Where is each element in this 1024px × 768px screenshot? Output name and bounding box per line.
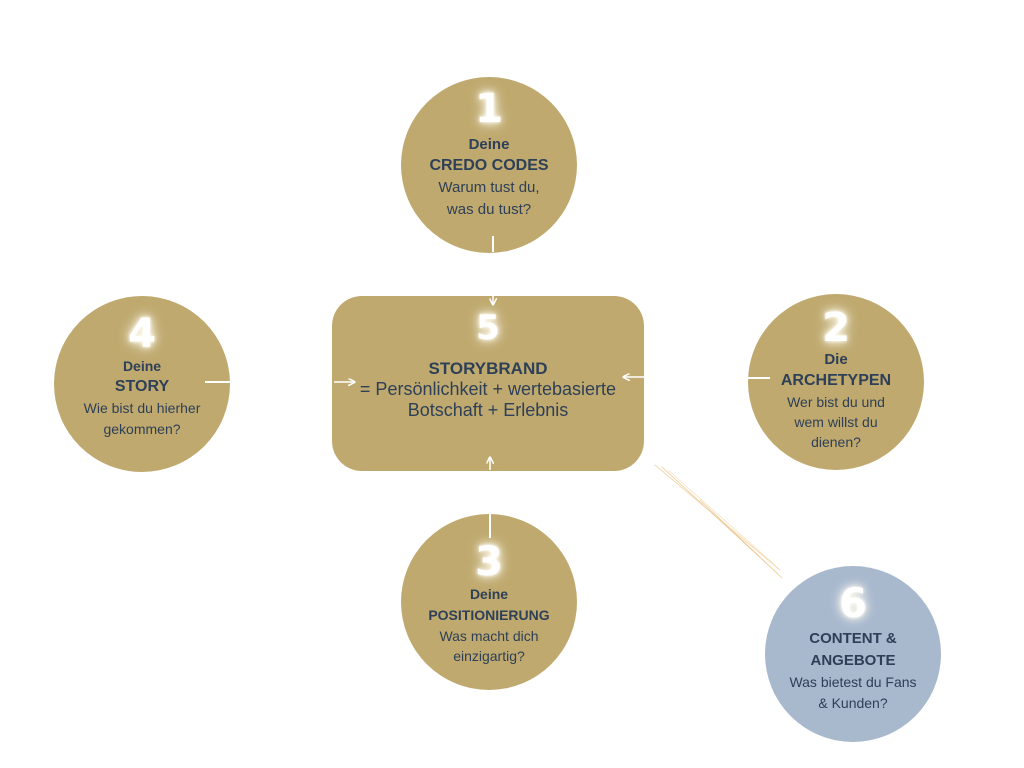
- node-number: 1: [475, 86, 503, 132]
- node-label: Deine: [469, 586, 509, 602]
- node-label: Die: [824, 351, 848, 368]
- node-content-angebote: 6 CONTENT & ANGEBOTE Was bietest du Fans…: [765, 566, 941, 742]
- node-positionierung: 3 Deine POSITIONIERUNG Was macht dich ei…: [401, 514, 577, 690]
- node-title: ARCHETYPEN: [780, 372, 892, 389]
- node-title: ANGEBOTE: [810, 652, 896, 669]
- node-description: = Persönlichkeit + wertebasierte Botscha…: [359, 379, 617, 420]
- node-label: CONTENT &: [809, 630, 897, 647]
- node-title: POSITIONIERUNG: [428, 607, 550, 623]
- node-question: Was macht dich einzigartig?: [439, 628, 539, 664]
- node-story: 4 Deine STORY Wie bist du hierher gekomm…: [54, 296, 230, 472]
- node-number: 6: [839, 581, 867, 627]
- node-archetypen: 2 Die ARCHETYPEN Wer bist du und wem wil…: [748, 294, 924, 470]
- node-credo-codes: 1 Deine CREDO CODES Warum tust du, was d…: [401, 77, 577, 253]
- node-title: STORY: [114, 378, 170, 395]
- node-label: Deine: [468, 136, 510, 153]
- node-number: 3: [475, 539, 503, 585]
- node-number: 5: [476, 308, 500, 348]
- node-number: 4: [128, 311, 156, 357]
- node-title: CREDO CODES: [429, 157, 549, 174]
- node-label: Deine: [122, 358, 162, 374]
- node-question: Wer bist du und wem willst du dienen?: [787, 394, 885, 450]
- node-number: 2: [822, 305, 850, 351]
- node-storybrand: 5 STORYBRAND = Persönlichkeit + wertebas…: [332, 296, 644, 471]
- node-question: Wie bist du hierher gekommen?: [83, 400, 201, 437]
- node-question: Warum tust du, was du tust?: [438, 179, 540, 218]
- node-question: Was bietest du Fans & Kunden?: [789, 674, 917, 711]
- node-title: STORYBRAND: [428, 359, 548, 378]
